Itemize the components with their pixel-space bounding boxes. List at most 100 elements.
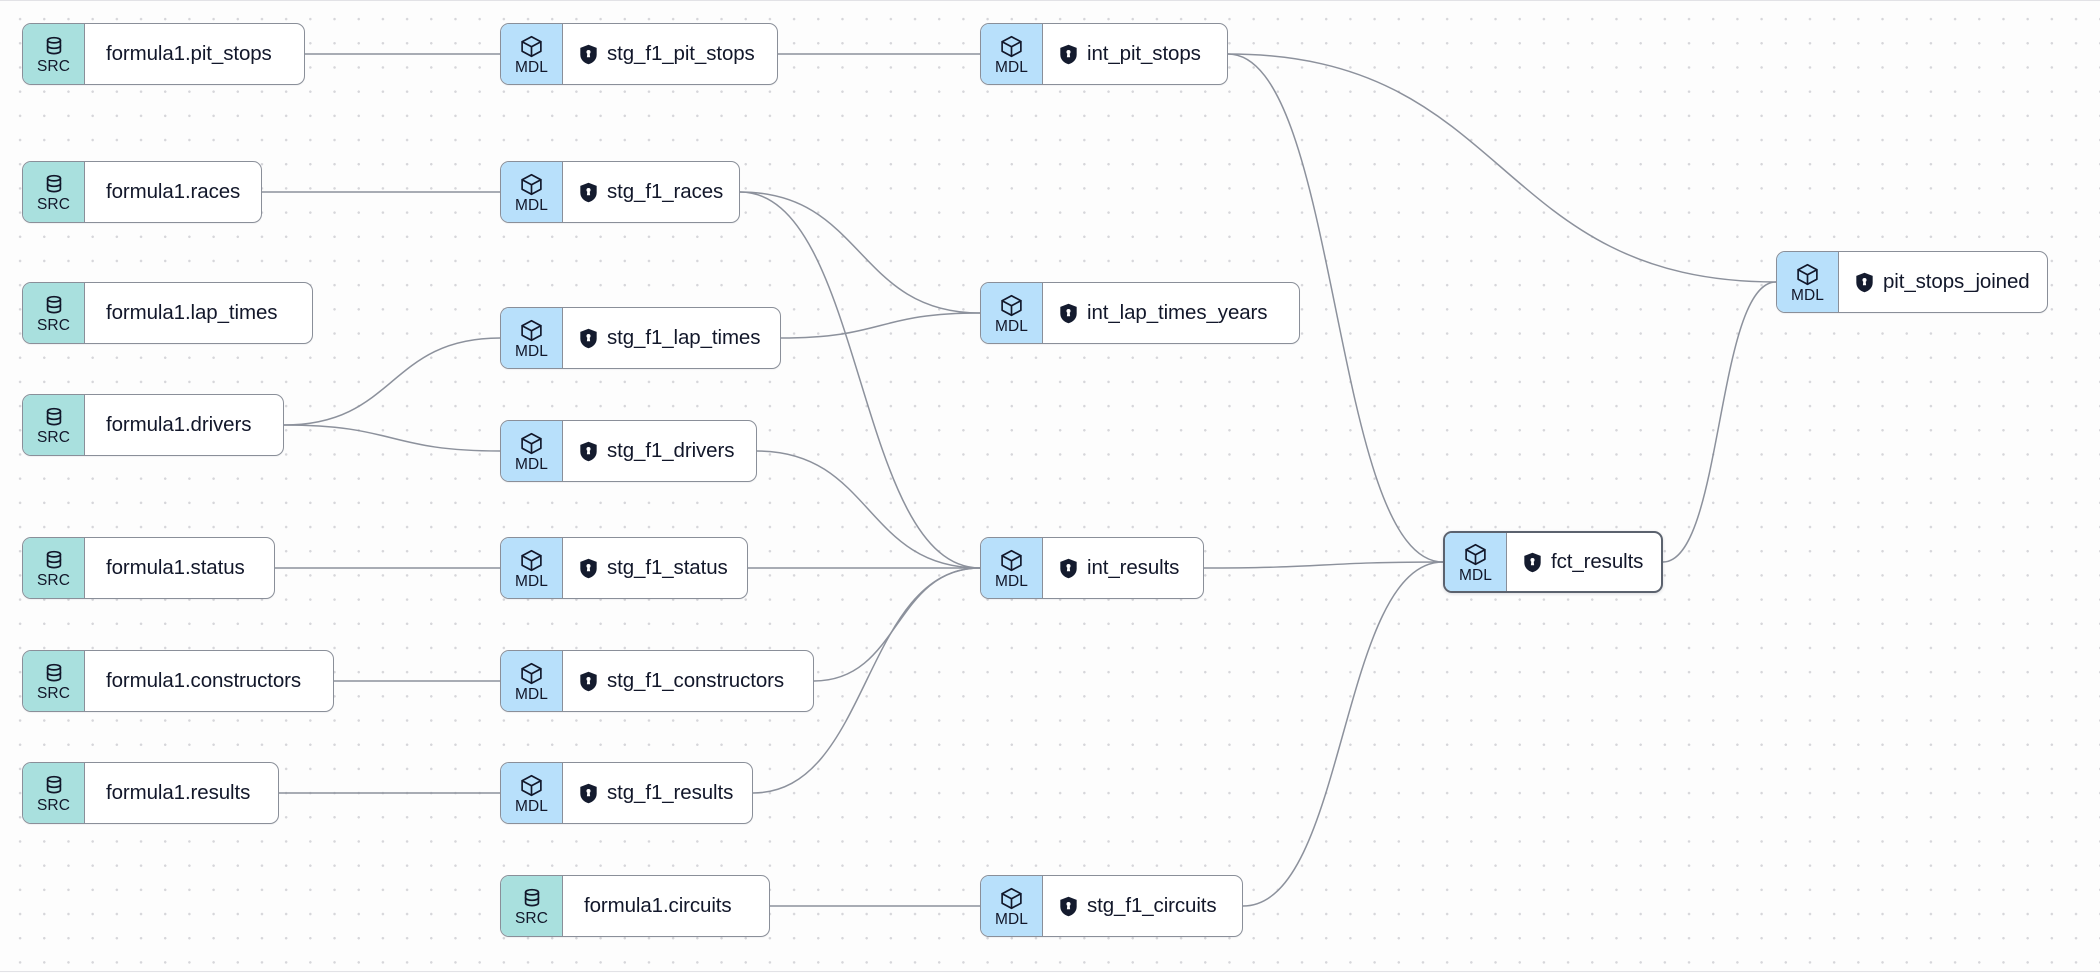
- database-icon: [42, 172, 66, 196]
- node-type-tag: MDL: [1458, 566, 1493, 584]
- node-type-tag: SRC: [36, 685, 71, 702]
- node-name: formula1.drivers: [106, 413, 252, 436]
- node-type-tag: SRC: [36, 429, 71, 446]
- database-icon: [42, 773, 66, 797]
- graph-node-src_results[interactable]: SRC formula1.results: [22, 762, 279, 824]
- node-name: stg_f1_lap_times: [607, 326, 761, 349]
- graph-edge-src_drivers-to-stg_lap_times: [283, 337, 501, 426]
- cube-icon: [519, 172, 544, 197]
- model-badge: MDL: [501, 763, 563, 823]
- node-label-wrap: formula1.results: [85, 763, 278, 823]
- node-label-wrap: formula1.lap_times: [85, 283, 312, 343]
- cube-icon: [519, 431, 544, 456]
- graph-node-stg_circuits[interactable]: MDL stg_f1_circuits: [980, 875, 1243, 937]
- node-type-tag: MDL: [514, 455, 549, 473]
- graph-node-stg_lap_times[interactable]: MDL stg_f1_lap_times: [500, 307, 781, 369]
- node-type-tag: SRC: [36, 797, 71, 814]
- graph-node-src_lap_times[interactable]: SRC formula1.lap_times: [22, 282, 313, 344]
- source-badge: SRC: [23, 395, 85, 455]
- node-label-wrap: stg_f1_status: [563, 538, 747, 598]
- database-icon: [42, 34, 66, 58]
- node-type-tag: MDL: [994, 58, 1029, 76]
- graph-edge-fct_results-to-pit_stops_joined: [1662, 281, 1777, 563]
- shield-lock-icon: [1059, 303, 1078, 324]
- node-type-tag: MDL: [994, 317, 1029, 335]
- shield-lock-icon: [579, 44, 598, 65]
- graph-edge-stg_races-to-int_results: [739, 191, 981, 569]
- database-icon: [42, 661, 66, 685]
- shield-lock-icon: [579, 328, 598, 349]
- node-type-tag: SRC: [36, 317, 71, 334]
- graph-node-fct_results[interactable]: MDL fct_results: [1443, 531, 1663, 593]
- node-name: formula1.results: [106, 781, 251, 804]
- shield-lock-icon: [579, 783, 598, 804]
- graph-edge-src_drivers-to-stg_drivers: [283, 424, 501, 452]
- cube-icon: [999, 293, 1024, 318]
- node-name: formula1.races: [106, 180, 241, 203]
- graph-edge-stg_lap_times-to-int_lap_times_years: [780, 312, 981, 339]
- cube-icon: [519, 318, 544, 343]
- database-icon: [42, 548, 66, 572]
- node-type-tag: MDL: [514, 572, 549, 590]
- cube-icon: [999, 886, 1024, 911]
- node-label-wrap: stg_f1_lap_times: [563, 308, 780, 368]
- shield-lock-icon: [1059, 558, 1078, 579]
- node-label-wrap: int_pit_stops: [1043, 24, 1227, 84]
- source-badge: SRC: [501, 876, 563, 936]
- model-badge: MDL: [501, 538, 563, 598]
- cube-icon: [519, 548, 544, 573]
- node-label-wrap: stg_f1_pit_stops: [563, 24, 777, 84]
- model-badge: MDL: [981, 538, 1043, 598]
- graph-node-stg_status[interactable]: MDL stg_f1_status: [500, 537, 748, 599]
- model-badge: MDL: [1445, 533, 1507, 591]
- node-type-tag: MDL: [1790, 286, 1825, 304]
- node-name: stg_f1_races: [607, 180, 724, 203]
- model-badge: MDL: [501, 308, 563, 368]
- node-name: int_pit_stops: [1087, 42, 1201, 65]
- node-type-tag: MDL: [514, 797, 549, 815]
- graph-node-int_pit_stops[interactable]: MDL int_pit_stops: [980, 23, 1228, 85]
- node-name: stg_f1_drivers: [607, 439, 735, 462]
- graph-edge-stg_drivers-to-int_results: [756, 450, 981, 569]
- node-label-wrap: stg_f1_constructors: [563, 651, 813, 711]
- model-badge: MDL: [981, 24, 1043, 84]
- shield-lock-icon: [579, 671, 598, 692]
- node-name: stg_f1_circuits: [1087, 894, 1217, 917]
- node-label-wrap: formula1.status: [85, 538, 274, 598]
- model-badge: MDL: [501, 421, 563, 481]
- model-badge: MDL: [981, 876, 1043, 936]
- graph-edge-stg_races-to-int_lap_times_years: [739, 191, 981, 314]
- cube-icon: [519, 661, 544, 686]
- node-label-wrap: fct_results: [1507, 533, 1661, 591]
- node-label-wrap: formula1.drivers: [85, 395, 283, 455]
- database-icon: [42, 405, 66, 429]
- node-label-wrap: formula1.pit_stops: [85, 24, 304, 84]
- model-badge: MDL: [1777, 252, 1839, 312]
- cube-icon: [519, 34, 544, 59]
- graph-edge-stg_circuits-to-fct_results: [1242, 561, 1444, 907]
- shield-lock-icon: [1855, 272, 1874, 293]
- node-type-tag: MDL: [514, 342, 549, 360]
- node-name: stg_f1_constructors: [607, 669, 784, 692]
- node-label-wrap: stg_f1_circuits: [1043, 876, 1242, 936]
- database-icon: [42, 293, 66, 317]
- graph-node-src_drivers[interactable]: SRC formula1.drivers: [22, 394, 284, 456]
- graph-node-stg_drivers[interactable]: MDL stg_f1_drivers: [500, 420, 757, 482]
- node-label-wrap: int_results: [1043, 538, 1203, 598]
- model-badge: MDL: [981, 283, 1043, 343]
- cube-icon: [1463, 542, 1488, 567]
